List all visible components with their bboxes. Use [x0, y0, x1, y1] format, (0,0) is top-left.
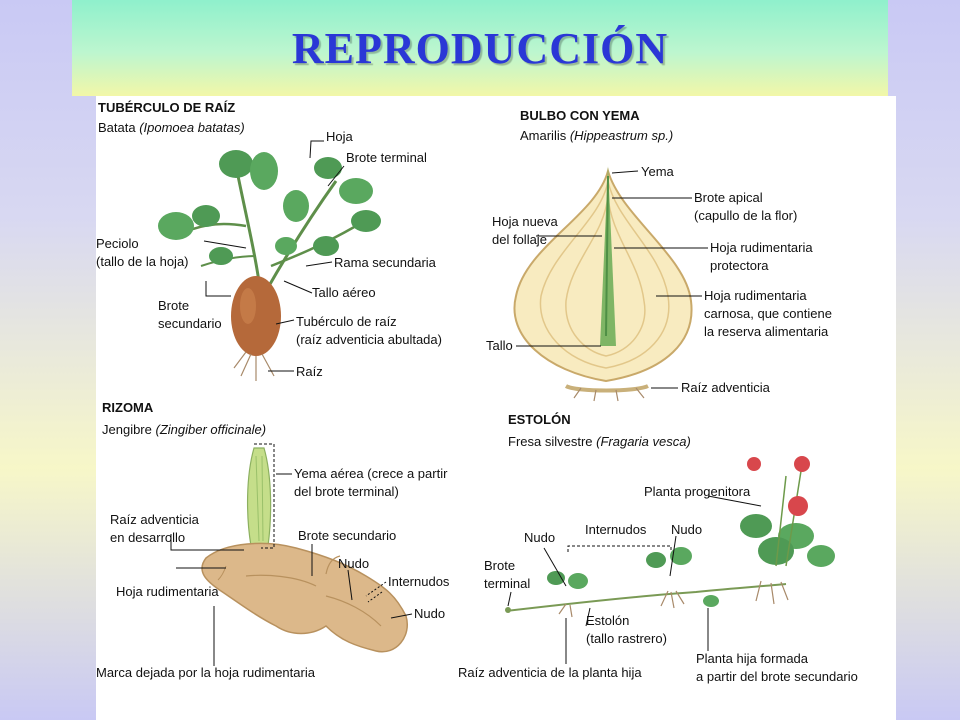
label-peciolo-desc: (tallo de la hoja): [96, 254, 189, 269]
label-tallo-aereo: Tallo aéreo: [312, 285, 376, 300]
rhizome-species-common: Jengibre: [102, 422, 155, 437]
label-brote-apical-desc: (capullo de la flor): [694, 208, 797, 223]
label-raiz-adventicia: Raíz adventicia: [681, 380, 771, 395]
label-tuberculo: Tubérculo de raíz: [296, 314, 397, 329]
stolon-panel: ESTOLÓN Fresa silvestre (Fragaria vesca): [458, 412, 858, 684]
label-brote-secundario-rizoma: Brote secundario: [298, 528, 396, 543]
rhizome-heading: RIZOMA: [102, 400, 154, 415]
label-planta-progenitora: Planta progenitora: [644, 484, 751, 499]
tuber-species: Batata (Ipomoea batatas): [98, 120, 245, 135]
stolon-leader-lines: [507, 495, 762, 664]
label-raiz-adventicia-desarrollo: Raíz adventicia: [110, 512, 200, 527]
label-brote-secundario-1: Brote: [158, 298, 189, 313]
tuber-leader-lines: [203, 140, 345, 372]
ginger-illustration: [201, 447, 408, 653]
stolon-heading: ESTOLÓN: [508, 412, 571, 427]
label-planta-hija-desc: a partir del brote secundario: [696, 669, 858, 684]
rhizome-species-latin: (Zingiber officinale): [155, 422, 266, 437]
bulb-leader-lines: [516, 170, 708, 389]
strawberry-illustration: [505, 456, 835, 618]
label-nudo-rizoma-top: Nudo: [338, 556, 369, 571]
label-brote-terminal-estolon-2: terminal: [484, 576, 530, 591]
label-yema-aerea: Yema aérea (crece a partir: [294, 466, 448, 481]
label-hoja-rud-carnosa-desc1: carnosa, que contiene: [704, 306, 832, 321]
tuber-species-latin: (Ipomoea batatas): [139, 120, 245, 135]
stolon-species-latin: (Fragaria vesca): [596, 434, 691, 449]
bulb-illustration: [513, 166, 693, 402]
label-estolon: Estolón: [586, 613, 629, 628]
stolon-species: Fresa silvestre (Fragaria vesca): [508, 434, 691, 449]
label-hoja-rud-carnosa: Hoja rudimentaria: [704, 288, 807, 303]
label-estolon-desc: (tallo rastrero): [586, 631, 667, 646]
tuber-species-common: Batata: [98, 120, 139, 135]
bulb-species-common: Amarilis: [520, 128, 570, 143]
label-hoja-nueva: Hoja nueva: [492, 214, 559, 229]
label-raiz: Raíz: [296, 364, 323, 379]
title-bar: REPRODUCCIÓN: [72, 0, 888, 96]
label-planta-hija: Planta hija formada: [696, 651, 809, 666]
slide-title: REPRODUCCIÓN: [291, 23, 669, 73]
rhizome-panel: RIZOMA Jengibre (Zingiber officinale) Ye…: [96, 400, 450, 680]
label-hoja: Hoja: [326, 129, 354, 144]
label-hoja-rudimentaria-rizoma: Hoja rudimentaria: [116, 584, 219, 599]
label-brote-apical: Brote apical: [694, 190, 763, 205]
label-yema-aerea-desc: del brote terminal): [294, 484, 399, 499]
label-internudos-rizoma: Internudos: [388, 574, 450, 589]
tuber-panel: TUBÉRCULO DE RAÍZ Batata (Ipomoea batata…: [96, 100, 442, 381]
label-nudo-estolon-right: Nudo: [671, 522, 702, 537]
label-raiz-adventicia-hija: Raíz adventicia de la planta hija: [458, 665, 642, 680]
label-peciolo: Peciolo: [96, 236, 139, 251]
tuber-heading: TUBÉRCULO DE RAÍZ: [98, 100, 235, 115]
label-marca-hoja-rudimentaria: Marca dejada por la hoja rudimentaria: [96, 665, 316, 680]
label-hoja-rud-protectora: Hoja rudimentaria: [710, 240, 813, 255]
bulb-heading: BULBO CON YEMA: [520, 108, 640, 123]
bulb-species: Amarilis (Hippeastrum sp.): [520, 128, 673, 143]
label-brote-terminal: Brote terminal: [346, 150, 427, 165]
label-hoja-rud-carnosa-desc2: la reserva alimentaria: [704, 324, 829, 339]
bulb-species-latin: (Hippeastrum sp.): [570, 128, 673, 143]
label-hoja-rud-protectora-desc: protectora: [710, 258, 769, 273]
label-tallo: Tallo: [486, 338, 513, 353]
label-internudos-estolon: Internudos: [585, 522, 647, 537]
label-brote-terminal-estolon: Brote: [484, 558, 515, 573]
rhizome-leader-lines: [170, 443, 413, 666]
label-rama-secundaria: Rama secundaria: [334, 255, 437, 270]
rhizome-species: Jengibre (Zingiber officinale): [102, 422, 266, 437]
bulb-panel: BULBO CON YEMA Amarilis (Hippeastrum sp.…: [486, 108, 832, 402]
label-nudo-rizoma-bottom: Nudo: [414, 606, 445, 621]
label-nudo-estolon-left: Nudo: [524, 530, 555, 545]
diagram-panel: TUBÉRCULO DE RAÍZ Batata (Ipomoea batata…: [96, 96, 896, 720]
plant-reproduction-diagram: TUBÉRCULO DE RAÍZ Batata (Ipomoea batata…: [96, 100, 858, 684]
label-yema: Yema: [641, 164, 675, 179]
stolon-species-common: Fresa silvestre: [508, 434, 596, 449]
label-brote-secundario-2: secundario: [158, 316, 222, 331]
label-hoja-nueva-desc: del follaje: [492, 232, 547, 247]
label-raiz-adventicia-desarrollo-desc: en desarrollo: [110, 530, 185, 545]
sweet-potato-illustration: [158, 150, 381, 381]
label-tuberculo-desc: (raíz adventicia abultada): [296, 332, 442, 347]
